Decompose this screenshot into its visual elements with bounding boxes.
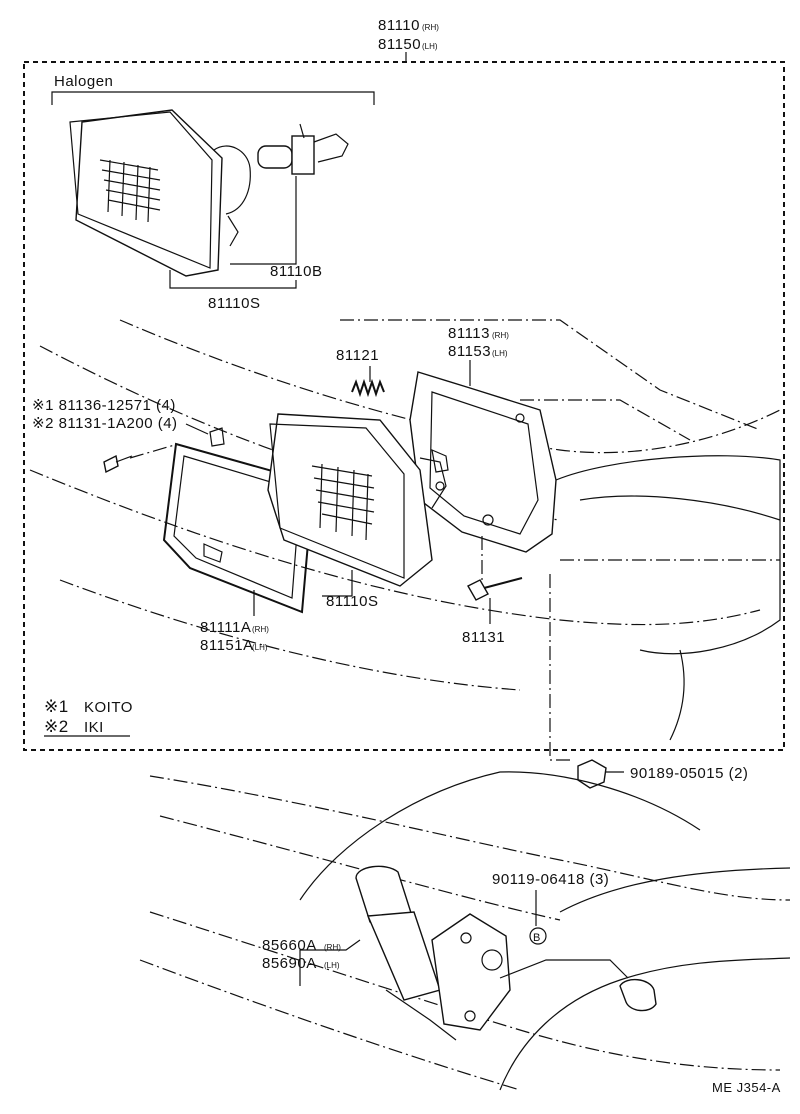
halogen-group: Halogen [51,73,375,105]
motor-gear-housing [431,913,511,1031]
halogen-headlamp-unit [69,109,251,277]
halogen-bracket [51,91,375,105]
assembly-rh-number: 81110 [378,17,420,34]
leader-motor [299,939,361,986]
retractor-motor [355,865,657,1041]
assembly-lh-number: 81150 [378,36,421,53]
label-spring: 81121 [336,347,379,364]
adjust-bolt [467,577,523,601]
assembly-label: 81110 (RH) 81150 (LH) [378,17,439,62]
bracket-81110s-top [169,270,297,289]
halogen-bulb [257,123,349,175]
bulb-glass [257,145,293,169]
label-motor-rh: 85660A [262,937,317,954]
label-housing-lh: 81153 [448,343,491,360]
assembly-rh-side: (RH) [422,23,439,32]
label-bezel-rh-side: (RH) [252,625,269,634]
housing-adjuster [431,449,449,473]
bulb-connector [313,133,349,163]
label-housing-rh: 81113 [448,325,490,342]
motor-bracket [385,989,457,1041]
mid-lamp-lens-pattern [311,463,375,541]
callout-b-letter: B [533,932,541,944]
label-motor-lh-side: (LH) [324,961,340,970]
figure-code: ME J354-A [712,1080,781,1095]
top-lamp-lens [69,111,213,269]
label-screw-2: ※2 81131-1A200 (4) [32,415,178,432]
label-housing-rh-side: (RH) [492,331,509,340]
clip-nut [577,759,624,789]
motor-connector [619,979,657,1012]
mid-lamp-body [267,413,433,587]
note-1-mark: ※1 [44,697,69,716]
leader-81110b [230,176,297,265]
halogen-label: Halogen [54,73,113,90]
motor-body [366,911,441,1001]
lamp-housing [409,371,557,553]
note-1-text: KOITO [84,699,133,716]
label-motor-rh-side: (RH) [324,943,341,952]
callout-b-circle [529,927,547,945]
assembly-lh-side: (LH) [422,42,438,51]
label-bezel-rh: 81111A [200,619,251,636]
label-nut: 90189-05015 (2) [630,765,748,782]
nut-leader-dashed [549,574,572,761]
note-2-mark: ※2 [44,717,69,736]
mid-lamp-lens [269,423,405,579]
label-81110s-top: 81110S [208,295,261,312]
assembly-boundary [23,61,785,751]
label-81110s-mid: 81110S [326,593,379,610]
lower-body-outline [139,771,791,1091]
top-lamp-socket [213,145,251,215]
leader-screw [185,423,209,435]
label-bolt: 81131 [462,629,505,646]
spring-coil [351,378,385,398]
screw [103,454,133,474]
label-motor-lh: 85690A [262,955,317,972]
sealed-beam-unit [267,413,447,587]
top-lamp-lens-pattern [99,159,161,223]
housing-frame [409,371,557,553]
bulb-base [291,135,315,175]
label-screw-1: ※1 81136-12571 (4) [32,397,176,414]
housing-inner-opening [429,391,539,535]
label-81110b: 81110B [270,263,323,280]
label-bezel-lh: 81151A [200,637,254,654]
top-lamp-clip [227,215,239,247]
label-housing-lh-side: (LH) [492,349,508,358]
mid-lamp-terminals [419,457,447,509]
label-bezel-lh-side: (LH) [252,643,268,652]
supplier-notes: ※1 KOITO ※2 IKI [44,697,133,737]
leader-81110s-mid [322,570,353,597]
label-bolt-b: 90119-06418 (3) [492,871,609,888]
spring [351,366,385,398]
motor-wire [499,959,629,979]
note-2-text: IKI [84,719,104,736]
